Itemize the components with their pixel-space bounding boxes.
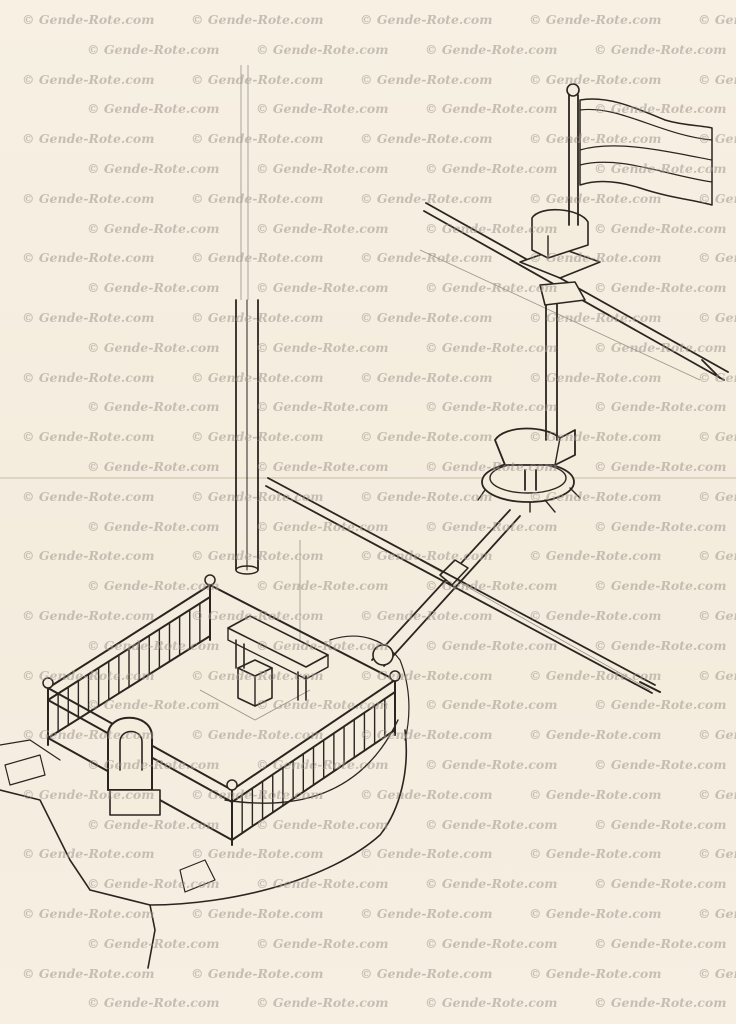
stern-door [107, 716, 161, 816]
deck-railing [42, 574, 401, 846]
top-platform [477, 427, 581, 513]
hull-outline [0, 635, 410, 969]
mast-step [199, 659, 311, 721]
flag [579, 98, 713, 206]
paper-fold-line [0, 477, 736, 479]
flag-staff [566, 83, 580, 226]
diagonal-spar [371, 509, 521, 667]
construction-lines [240, 65, 701, 691]
crosstrees [519, 208, 601, 306]
balusters [57, 602, 386, 834]
lower-yard [265, 477, 661, 694]
deck-bench [227, 615, 329, 701]
main-mast [235, 299, 259, 575]
topmast [524, 299, 558, 491]
